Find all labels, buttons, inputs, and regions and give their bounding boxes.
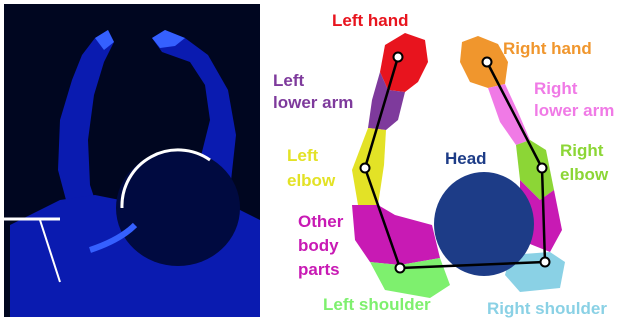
joint-left-hand [394,53,403,62]
joint-right-elbow [538,164,547,173]
joint-right-shoulder [541,258,550,267]
label-left-elbow-line2: elbow [287,171,336,190]
label-head: Head [445,149,487,168]
label-right-shoulder: Right shoulder [487,299,607,318]
label-right-lower-arm-line2: lower arm [534,101,614,120]
joint-right-hand [483,58,492,67]
label-other-line1: Other [298,212,344,231]
label-left-shoulder: Left shoulder [323,295,431,314]
region-head [434,172,534,276]
label-left-lower-arm-line2: lower arm [273,93,353,112]
joint-left-shoulder [396,264,405,273]
label-right-elbow-line1: Right [560,141,604,160]
label-left-hand: Left hand [332,11,409,30]
label-other-line3: parts [298,260,340,279]
region-left-hand [380,33,428,92]
label-left-lower-arm-line1: Left [273,71,305,90]
label-left-elbow-line1: Left [287,146,319,165]
joint-left-elbow [361,164,370,173]
label-other-line2: body [298,236,339,255]
depth-image-panel [4,4,260,317]
region-right-lower-arm [488,84,530,145]
label-right-lower-arm-line1: Right [534,79,578,98]
region-left-shoulder [370,258,450,298]
depth-head [116,150,240,266]
label-right-hand: Right hand [503,39,592,58]
label-right-elbow-line2: elbow [560,165,609,184]
